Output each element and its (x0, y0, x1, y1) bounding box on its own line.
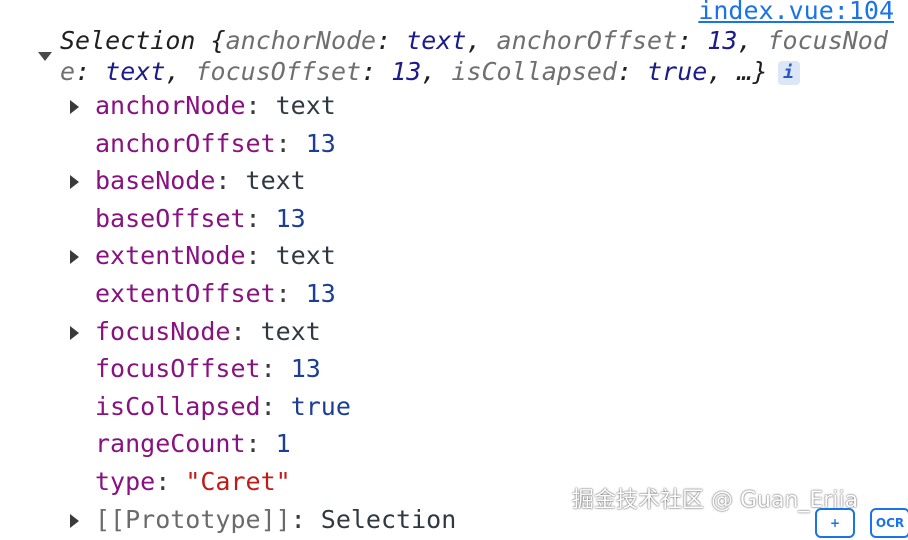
property-row: type: "Caret" (0, 465, 908, 503)
property-key: type (95, 466, 156, 496)
summary-colon: : (75, 57, 106, 86)
summary-value: 13 (707, 26, 738, 55)
property-key: anchorNode (95, 91, 246, 120)
property-colon: : (245, 241, 276, 271)
summary-colon: : (616, 57, 648, 86)
property-value: Selection (320, 504, 457, 534)
property-value: 13 (305, 128, 336, 158)
summary-key: isCollapsed (451, 57, 617, 86)
property-key: isCollapsed (95, 391, 261, 421)
ocr-icon: OCR (875, 516, 905, 530)
summary-value: text (406, 26, 467, 55)
info-icon[interactable]: i (777, 61, 800, 85)
property-colon: : (155, 466, 186, 496)
summary-comma: , (707, 57, 738, 86)
ocr-button[interactable]: OCR (870, 508, 908, 538)
property-value: 1 (275, 429, 291, 459)
property-row: extentOffset: 13 (0, 277, 908, 315)
property-value: 13 (275, 203, 306, 233)
summary-ellipsis: …} (737, 57, 768, 86)
property-key: rangeCount (95, 429, 246, 459)
property-row: isCollapsed: true (0, 390, 908, 428)
property-value: "Caret" (185, 466, 291, 496)
summary-key: focusNode (60, 26, 888, 86)
property-row[interactable]: extentNode: text (0, 239, 908, 277)
property-colon: : (230, 316, 261, 346)
summary-comma: , (421, 57, 452, 86)
property-row[interactable]: baseNode: text (0, 164, 908, 202)
expand-triangle-icon[interactable] (70, 250, 79, 265)
summary-comma: , (737, 26, 768, 55)
property-colon: : (245, 429, 276, 459)
property-row[interactable]: anchorNode: text (0, 89, 908, 127)
property-value: text (275, 241, 336, 271)
expand-triangle-icon[interactable] (70, 100, 79, 114)
property-colon: : (260, 391, 291, 421)
summary-comma: , (165, 57, 196, 86)
expand-triangle-icon[interactable] (70, 175, 79, 190)
property-row: anchorOffset: 13 (0, 127, 908, 165)
property-row: baseOffset: 13 (0, 202, 908, 240)
expand-triangle-icon[interactable] (38, 52, 52, 61)
property-value: true (290, 391, 351, 421)
property-key: extentNode (95, 241, 246, 271)
summary-value: true (647, 57, 708, 86)
property-key: anchorOffset (95, 128, 276, 158)
property-value: text (260, 316, 321, 346)
property-colon: : (275, 278, 306, 308)
summary-colon: : (677, 26, 708, 55)
summary-value: 13 (391, 57, 422, 86)
summary-value: text (105, 57, 166, 86)
property-row: rangeCount: 1 (0, 427, 908, 465)
add-scan-button[interactable]: + (815, 508, 855, 538)
property-row: focusOffset: 13 (0, 352, 908, 390)
property-key: extentOffset (95, 278, 276, 308)
summary-comma: , (466, 26, 497, 55)
property-key: focusOffset (95, 354, 261, 384)
property-value: text (245, 166, 306, 196)
summary-key: anchorOffset (496, 26, 678, 55)
property-key: [[Prototype]] (95, 504, 291, 534)
property-colon: : (245, 91, 276, 120)
property-row[interactable]: focusNode: text (0, 315, 908, 353)
property-colon: : (290, 504, 321, 534)
property-value: text (275, 91, 336, 120)
summary-key: focusOffset (195, 57, 362, 86)
add-scan-icon: + (829, 516, 841, 530)
property-colon: : (260, 354, 291, 384)
property-row[interactable]: [[Prototype]]: Selection (0, 503, 908, 540)
property-key: baseNode (95, 166, 216, 196)
property-value: 13 (305, 278, 336, 308)
summary-key: anchorNode (225, 26, 377, 55)
source-link[interactable]: index.vue:104 (698, 0, 894, 25)
object-class-name: Selection (60, 26, 196, 55)
summary-colon: : (361, 57, 392, 86)
property-value: 13 (290, 354, 321, 384)
open-brace: { (210, 26, 226, 55)
expand-triangle-icon[interactable] (70, 325, 79, 340)
property-colon: : (275, 128, 306, 158)
watermark: 掘金技术社区 @ Guan_Erjia (572, 488, 859, 513)
property-key: focusNode (95, 316, 231, 346)
property-colon: : (245, 203, 276, 233)
object-summary[interactable]: Selection {anchorNode: text, anchorOffse… (60, 25, 900, 87)
property-colon: : (215, 166, 246, 196)
expand-triangle-icon[interactable] (70, 513, 79, 528)
summary-entries: anchorNode: text, anchorOffset: 13, focu… (60, 26, 888, 86)
summary-colon: : (376, 26, 407, 55)
property-key: baseOffset (95, 203, 246, 233)
